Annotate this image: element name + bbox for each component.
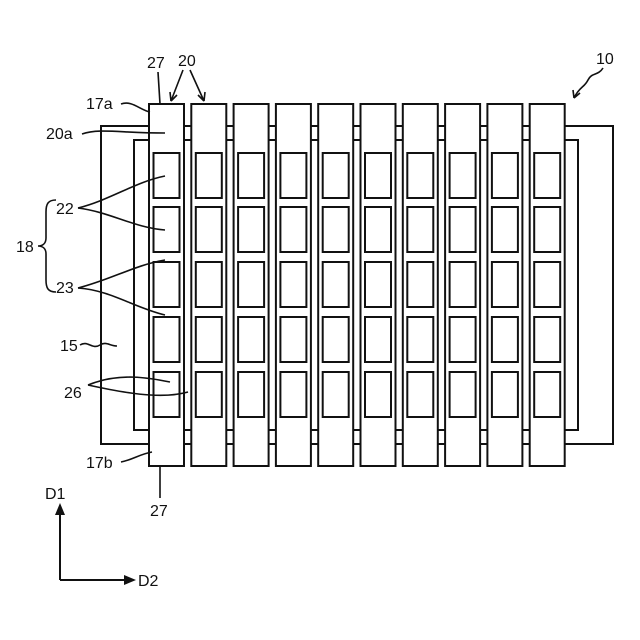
cell-6-5 xyxy=(365,372,391,417)
leader-15 xyxy=(80,343,117,346)
leader-17a xyxy=(121,103,150,112)
leader-20-left xyxy=(171,70,183,101)
cell-1-4 xyxy=(154,317,180,362)
cell-2-5 xyxy=(196,372,222,417)
axis-d1-arrowhead xyxy=(55,503,65,515)
cell-9-3 xyxy=(492,262,518,307)
label-26: 26 xyxy=(64,385,82,402)
cell-7-4 xyxy=(407,317,433,362)
cell-3-1 xyxy=(238,153,264,198)
cell-10-4 xyxy=(534,317,560,362)
label-17b: 17b xyxy=(86,455,113,472)
leader-17b xyxy=(121,452,152,462)
cell-8-4 xyxy=(450,317,476,362)
cell-9-5 xyxy=(492,372,518,417)
cell-3-4 xyxy=(238,317,264,362)
cell-1-1 xyxy=(154,153,180,198)
cell-10-1 xyxy=(534,153,560,198)
label-20: 20 xyxy=(178,53,196,70)
cell-5-4 xyxy=(323,317,349,362)
label-27-top: 27 xyxy=(147,55,165,72)
cell-2-4 xyxy=(196,317,222,362)
cell-8-5 xyxy=(450,372,476,417)
cell-5-1 xyxy=(323,153,349,198)
label-15: 15 xyxy=(60,338,78,355)
label-22: 22 xyxy=(56,201,74,218)
cell-3-3 xyxy=(238,262,264,307)
cell-4-2 xyxy=(280,207,306,252)
cell-8-2 xyxy=(450,207,476,252)
leader-27-top xyxy=(158,72,160,104)
label-20a: 20a xyxy=(46,126,73,143)
leader-20-right xyxy=(190,70,204,101)
cell-7-3 xyxy=(407,262,433,307)
label-d1: D1 xyxy=(45,486,66,503)
cell-7-1 xyxy=(407,153,433,198)
cell-5-2 xyxy=(323,207,349,252)
cell-5-5 xyxy=(323,372,349,417)
label-27-bottom: 27 xyxy=(150,503,168,520)
cell-10-5 xyxy=(534,372,560,417)
cell-2-3 xyxy=(196,262,222,307)
cell-8-3 xyxy=(450,262,476,307)
axis-d2-arrowhead xyxy=(124,575,136,585)
cell-4-4 xyxy=(280,317,306,362)
cell-4-1 xyxy=(280,153,306,198)
cell-4-5 xyxy=(280,372,306,417)
cell-5-3 xyxy=(323,262,349,307)
label-17a: 17a xyxy=(86,96,113,113)
axis-indicator xyxy=(55,503,136,585)
cell-9-1 xyxy=(492,153,518,198)
cell-2-2 xyxy=(196,207,222,252)
cell-2-1 xyxy=(196,153,222,198)
cell-8-1 xyxy=(450,153,476,198)
cell-4-3 xyxy=(280,262,306,307)
label-18: 18 xyxy=(16,239,34,256)
label-d2: D2 xyxy=(138,573,159,590)
cell-10-2 xyxy=(534,207,560,252)
cell-6-2 xyxy=(365,207,391,252)
cell-6-1 xyxy=(365,153,391,198)
strip-array xyxy=(149,104,565,466)
cell-9-2 xyxy=(492,207,518,252)
cell-9-4 xyxy=(492,317,518,362)
cell-3-5 xyxy=(238,372,264,417)
label-10: 10 xyxy=(596,51,614,68)
cell-7-2 xyxy=(407,207,433,252)
cell-1-3 xyxy=(154,262,180,307)
label-23: 23 xyxy=(56,280,74,297)
cell-10-3 xyxy=(534,262,560,307)
cell-6-4 xyxy=(365,317,391,362)
cell-7-5 xyxy=(407,372,433,417)
bracket-18 xyxy=(38,200,56,292)
cell-3-2 xyxy=(238,207,264,252)
cell-6-3 xyxy=(365,262,391,307)
